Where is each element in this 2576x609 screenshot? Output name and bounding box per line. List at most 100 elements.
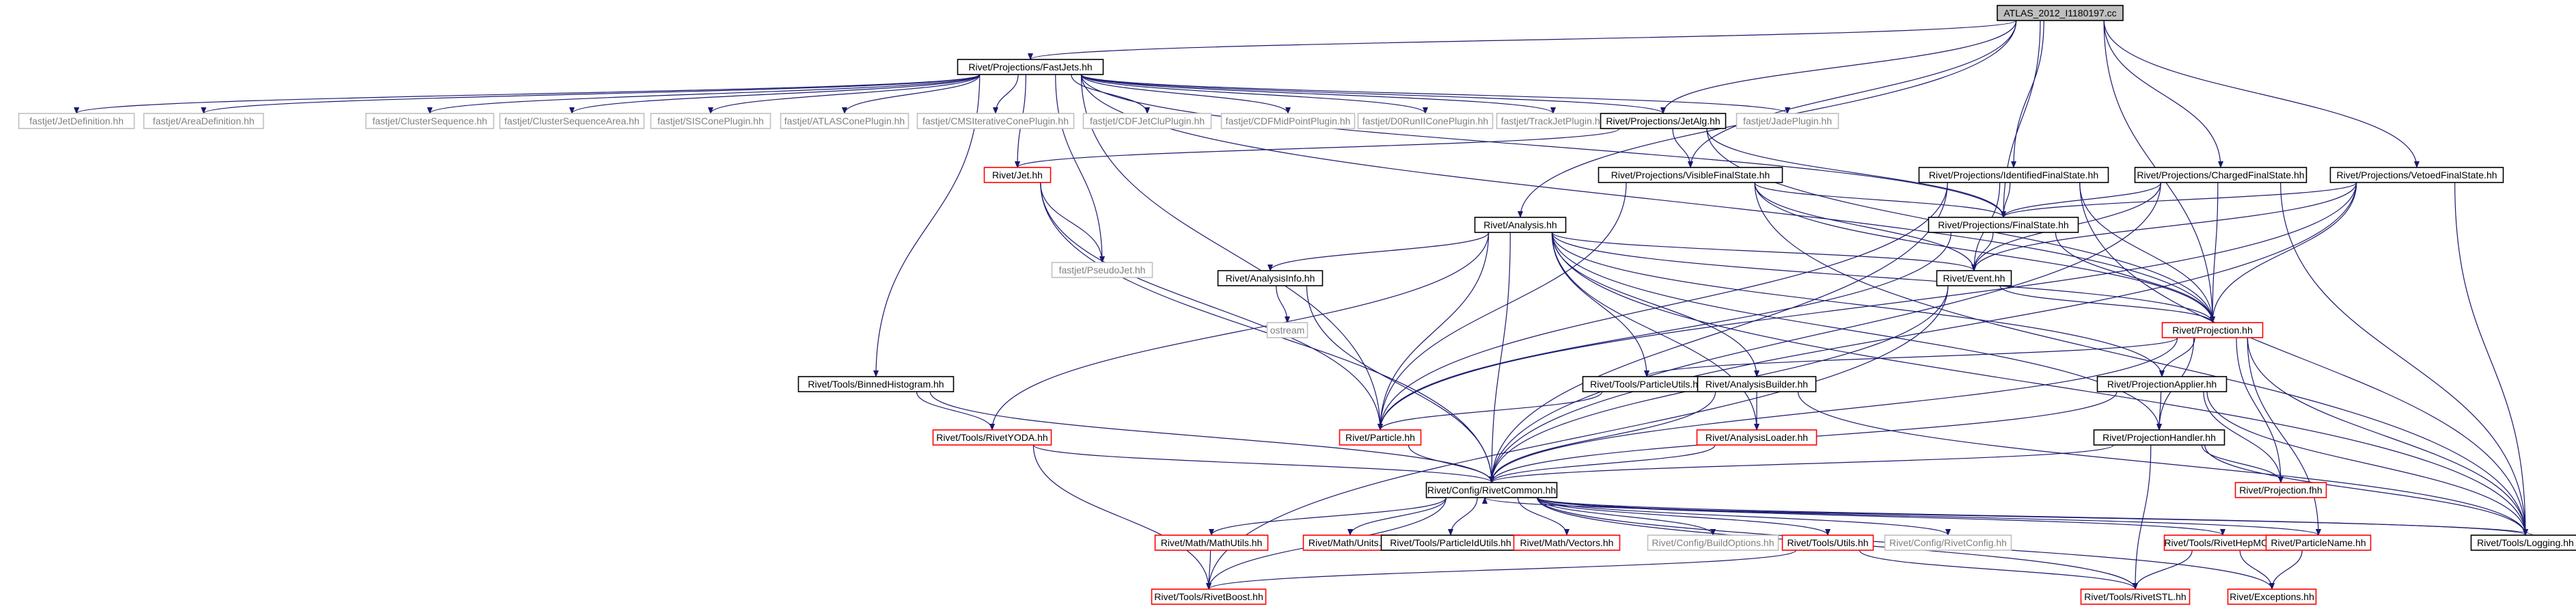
edge-idfs-to-projection <box>2079 182 2215 323</box>
node-toolsutils-label: Rivet/Tools/Utils.hh <box>1787 537 1868 548</box>
edge-fastjets-to-fj_d0 <box>1080 74 1428 114</box>
node-rivetstl[interactable]: Rivet/Tools/RivetSTL.hh <box>2080 588 2191 605</box>
edge-analysis-to-particle <box>1378 232 1490 431</box>
node-logging[interactable]: Rivet/Tools/Logging.hh <box>2470 534 2576 551</box>
edge-visfs-to-finalstate <box>1754 182 2006 218</box>
node-visfs[interactable]: Rivet/Projections/VisibleFinalState.hh <box>1598 167 1783 183</box>
edge-vetofs-to-finalstate <box>2001 182 2357 218</box>
node-idfs[interactable]: Rivet/Projections/IdentifiedFinalState.h… <box>1918 167 2109 183</box>
node-fastjets[interactable]: Rivet/Projections/FastJets.hh <box>957 59 1104 75</box>
node-rivetconfig-box <box>1884 534 2012 551</box>
edge-analysisbuilder-to-logging <box>1797 391 2528 536</box>
node-event[interactable]: Rivet/Event.hh <box>1936 270 2012 286</box>
node-finalstate[interactable]: Rivet/Projections/FinalState.hh <box>1928 217 2079 233</box>
node-rivetconfig-label: Rivet/Config/RivetConfig.hh <box>1889 537 2007 548</box>
edge-visfs-to-event <box>1754 182 1977 271</box>
node-particlename-label: Rivet/ParticleName.hh <box>2271 537 2366 548</box>
edge-analysis-to-projhandler <box>1551 232 2162 431</box>
node-root-label: ATLAS_2012_I1180197.cc <box>2003 8 2116 18</box>
edge-jet-to-particle <box>1040 182 1383 431</box>
edge-particleutils-to-particle <box>1378 391 1603 431</box>
node-analysisbuilder[interactable]: Rivet/AnalysisBuilder.hh <box>1697 376 1817 392</box>
node-buildoptions-label: Rivet/Config/BuildOptions.hh <box>1652 537 1775 548</box>
node-fj_areadef-label: fastjet/AreaDefinition.hh <box>153 116 255 126</box>
node-particleidutils[interactable]: Rivet/Tools/ParticleIdUtils.hh <box>1380 534 1521 551</box>
node-projapplier-box <box>2096 376 2228 392</box>
edge-projapplier-to-projfhh <box>2203 391 2284 483</box>
node-root-box <box>1997 5 2124 21</box>
edge-projhandler-to-logging <box>2204 444 2528 536</box>
node-chfs[interactable]: Rivet/Projections/ChargedFinalState.hh <box>2134 167 2307 183</box>
node-vetofs[interactable]: Rivet/Projections/VetoedFinalState.hh <box>2329 167 2504 183</box>
node-projfhh-box <box>2234 482 2327 498</box>
node-analysisloader-box <box>1696 429 1818 446</box>
edge-rivetyoda-to-rivetcommon <box>1032 444 1494 483</box>
node-buildoptions: Rivet/Config/BuildOptions.hh <box>1647 534 1779 551</box>
node-rivethepmc-label: Rivet/Tools/RivetHepMC.hh <box>2164 537 2281 548</box>
node-vetofs-label: Rivet/Projections/VetoedFinalState.hh <box>2336 170 2497 180</box>
edge-vetofs-to-event <box>1971 182 2357 271</box>
edge-analysis-to-projapplier <box>1551 232 2165 377</box>
node-root[interactable]: ATLAS_2012_I1180197.cc <box>1997 5 2124 21</box>
edge-analysisbuilder-to-rivetcommon <box>1489 391 1716 483</box>
edge-projection-to-particlename <box>2247 337 2321 536</box>
node-fj_csa: fastjet/ClusterSequenceArea.hh <box>499 113 645 129</box>
edge-root-to-jetalg <box>1660 20 2017 114</box>
edge-particle-to-rivetcommon <box>1408 444 1494 483</box>
node-analysis[interactable]: Rivet/Analysis.hh <box>1474 217 1567 233</box>
node-particleutils[interactable]: Rivet/Tools/ParticleUtils.hh <box>1582 376 1712 392</box>
node-vetofs-box <box>2329 167 2504 183</box>
node-jet-label: Rivet/Jet.hh <box>992 170 1043 180</box>
edge-fastjets-to-fj_cdfmid <box>1080 74 1291 114</box>
node-toolsutils[interactable]: Rivet/Tools/Utils.hh <box>1781 534 1874 551</box>
node-mathutils[interactable]: Rivet/Math/MathUtils.hh <box>1154 534 1269 551</box>
node-finalstate-label: Rivet/Projections/FinalState.hh <box>1938 219 2068 230</box>
node-projfhh[interactable]: Rivet/Projection.fhh <box>2234 482 2327 498</box>
edge-root-to-finalstate <box>2001 20 2041 218</box>
node-analysisinfo[interactable]: Rivet/AnalysisInfo.hh <box>1217 270 1324 286</box>
node-buildoptions-box <box>1647 534 1779 551</box>
edge-chfs-to-projection <box>2210 182 2219 323</box>
node-fastjets-label: Rivet/Projections/FastJets.hh <box>968 62 1092 72</box>
node-fj_cms: fastjet/CMSIterativeConePlugin.hh <box>916 113 1075 129</box>
node-binnedhisto[interactable]: Rivet/Tools/BinnedHistogram.hh <box>797 376 955 392</box>
edge-root-to-fastjets <box>1028 20 2017 60</box>
node-fj_track-label: fastjet/TrackJetPlugin.hh <box>1501 116 1606 126</box>
edge-root-to-vetofs <box>2103 20 2420 168</box>
node-projapplier[interactable]: Rivet/ProjectionApplier.hh <box>2096 376 2228 392</box>
edge-projection-to-projfhh <box>2236 337 2284 483</box>
node-fj_sis: fastjet/SISConePlugin.hh <box>650 113 771 129</box>
node-fj_pseudo-label: fastjet/PseudoJet.hh <box>1059 265 1146 275</box>
node-rivethepmc[interactable]: Rivet/Tools/RivetHepMC.hh <box>2163 534 2282 551</box>
edge-analysis-to-rivetcommon <box>1489 232 1511 483</box>
node-mathvectors[interactable]: Rivet/Math/Vectors.hh <box>1513 534 1621 551</box>
node-jetalg[interactable]: Rivet/Projections/JetAlg.hh <box>1600 113 1727 129</box>
node-rivetyoda[interactable]: Rivet/Tools/RivetYODA.hh <box>932 429 1052 446</box>
node-ostream-box <box>1266 322 1308 338</box>
node-exceptions[interactable]: Rivet/Exceptions.hh <box>2227 588 2317 605</box>
edge-layer <box>74 20 2533 590</box>
edge-jet-to-fj_pseudo <box>1040 182 1105 263</box>
node-projfhh-label: Rivet/Projection.fhh <box>2239 485 2322 496</box>
edge-projhandler-to-rivetcommon <box>1489 444 2114 483</box>
node-analysisloader[interactable]: Rivet/AnalysisLoader.hh <box>1696 429 1818 446</box>
node-projection[interactable]: Rivet/Projection.hh <box>2161 322 2264 338</box>
edge-projhandler-to-rivetstl <box>2133 444 2152 590</box>
node-rivetcommon-label: Rivet/Config/RivetCommon.hh <box>1427 485 1556 496</box>
node-rivetcommon[interactable]: Rivet/Config/RivetCommon.hh <box>1425 482 1558 498</box>
node-rivetboost[interactable]: Rivet/Tools/RivetBoost.hh <box>1151 588 1267 605</box>
node-jet[interactable]: Rivet/Jet.hh <box>983 167 1052 183</box>
edge-root-to-visfs <box>1688 20 2017 168</box>
node-particlename[interactable]: Rivet/ParticleName.hh <box>2265 534 2372 551</box>
node-fj_cdfclu-box <box>1082 113 1212 129</box>
node-analysis-label: Rivet/Analysis.hh <box>1483 219 1557 230</box>
node-mathvectors-label: Rivet/Math/Vectors.hh <box>1520 537 1614 548</box>
node-particle[interactable]: Rivet/Particle.hh <box>1339 429 1422 446</box>
node-projapplier-label: Rivet/ProjectionApplier.hh <box>2107 379 2217 390</box>
edge-analysis-to-particleutils <box>1551 232 1649 377</box>
edge-fastjets-to-jetalg <box>1080 74 1666 114</box>
edge-idfs-to-rivetcommon <box>1489 182 1948 483</box>
node-mathunits[interactable]: Rivet/Math/Units.hh <box>1302 534 1398 551</box>
node-projhandler[interactable]: Rivet/ProjectionHandler.hh <box>2093 429 2225 446</box>
node-analysisinfo-box <box>1217 270 1324 286</box>
